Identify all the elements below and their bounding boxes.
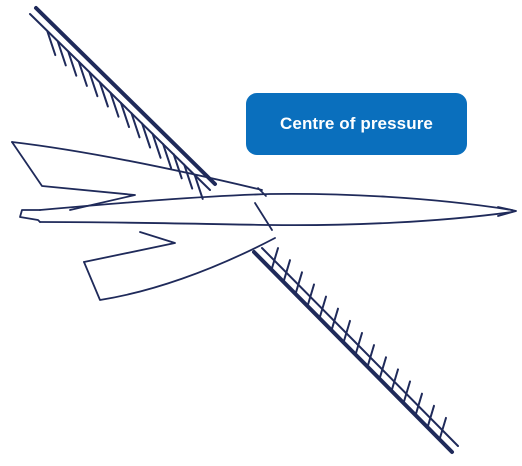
lower-ticks-tick [367,344,375,367]
lower-band-baseline [252,250,454,454]
centre-of-pressure-label: Centre of pressure [246,93,467,155]
upper-band-topline [29,13,211,191]
lower-ticks-tick [403,380,411,403]
fuselage-top [39,192,513,211]
lower-ticks-tick [271,247,279,270]
upper-ticks-tick [67,50,78,77]
lower-ticks-tick [343,319,351,342]
upper-ticks-tick [130,112,141,139]
lower-arrow-ticks [271,247,447,439]
lower-force-arrows-icon [252,247,459,454]
lower-wing-root [83,231,176,263]
lower-ticks-tick [307,283,315,306]
wing-root-tick [257,187,267,197]
upper-ticks-tick [46,30,57,57]
lower-ticks-tick [391,368,399,391]
upper-ticks-tick [77,60,88,87]
nose [497,206,517,217]
upper-ticks-tick [172,153,183,180]
upper-band-baseline [34,6,217,186]
upper-ticks-tick [109,91,120,118]
centre-of-pressure-marker [254,202,273,231]
lower-ticks-tick [283,259,291,282]
upper-ticks-tick [120,102,130,128]
lower-wing [83,237,276,301]
upper-wing-leading-edge [11,141,263,191]
upper-ticks-tick [151,132,162,159]
lower-ticks-tick [331,307,339,330]
upper-ticks-tick [183,163,194,190]
lower-ticks-tick [319,295,327,318]
upper-arrow-ticks [46,30,204,200]
tail-exhaust [19,209,41,223]
lower-ticks-tick [355,332,363,354]
upper-ticks-tick [193,173,204,200]
lower-ticks-tick [295,271,303,294]
lower-ticks-tick [439,416,447,439]
fuselage-bottom [39,211,513,227]
upper-ticks-tick [98,81,109,108]
upper-ticks-tick [162,143,173,170]
lower-ticks-tick [415,392,423,415]
lower-ticks-tick [427,404,435,427]
upper-wing [11,141,136,211]
upper-ticks-tick [88,71,99,98]
upper-force-arrows-icon [29,6,217,200]
lower-ticks-tick [379,356,387,379]
upper-ticks-tick [56,40,67,67]
aircraft-sketch [11,141,517,301]
upper-ticks-tick [141,122,152,149]
lower-band-topline [261,247,459,447]
